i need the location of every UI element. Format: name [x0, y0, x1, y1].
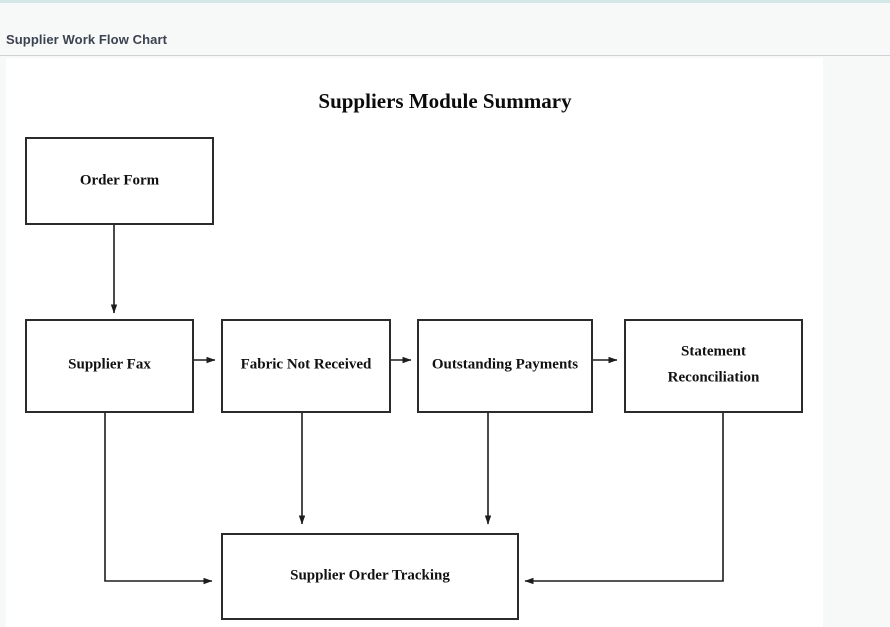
node-supplier-order-tracking[interactable]: Supplier Order Tracking [221, 533, 519, 620]
node-fabric-not-received-box[interactable] [221, 319, 391, 413]
edge-supplier-fax-to-supplier-order-tracking [104, 412, 213, 585]
workflow-diagram: Suppliers Module Summary Order Form Supp… [25, 89, 803, 620]
diagram-title: Suppliers Module Summary [318, 89, 572, 113]
node-outstanding-payments-label: Outstanding Payments [432, 356, 578, 372]
node-outstanding-payments-box[interactable] [417, 319, 593, 413]
node-fabric-not-received-label: Fabric Not Received [241, 356, 372, 372]
node-statement-reconciliation-label-line1: Statement [681, 343, 746, 359]
node-supplier-order-tracking-label: Supplier Order Tracking [290, 567, 450, 583]
page-header: Supplier Work Flow Chart [0, 3, 890, 56]
node-statement-reconciliation[interactable]: Statement Reconciliation [624, 319, 803, 413]
node-supplier-fax-box[interactable] [25, 319, 194, 413]
node-order-form-label: Order Form [80, 172, 160, 188]
node-statement-reconciliation-label-line2: Reconciliation [668, 369, 760, 385]
edge-statement-reconciliation-to-supplier-order-tracking [524, 412, 724, 585]
node-outstanding-payments[interactable]: Outstanding Payments [417, 319, 593, 413]
header-divider [0, 55, 890, 56]
node-fabric-not-received[interactable]: Fabric Not Received [221, 319, 391, 413]
node-supplier-fax[interactable]: Supplier Fax [25, 319, 194, 413]
node-order-form-box[interactable] [25, 137, 214, 225]
page-title: Supplier Work Flow Chart [6, 32, 168, 47]
node-supplier-fax-label: Supplier Fax [68, 356, 151, 372]
node-supplier-order-tracking-box[interactable] [221, 533, 519, 620]
flowchart-panel: Suppliers Module Summary Order Form Supp… [6, 58, 823, 627]
node-order-form[interactable]: Order Form [25, 137, 214, 225]
top-accent-bar [0, 0, 890, 3]
node-statement-reconciliation-box[interactable] [624, 319, 803, 413]
